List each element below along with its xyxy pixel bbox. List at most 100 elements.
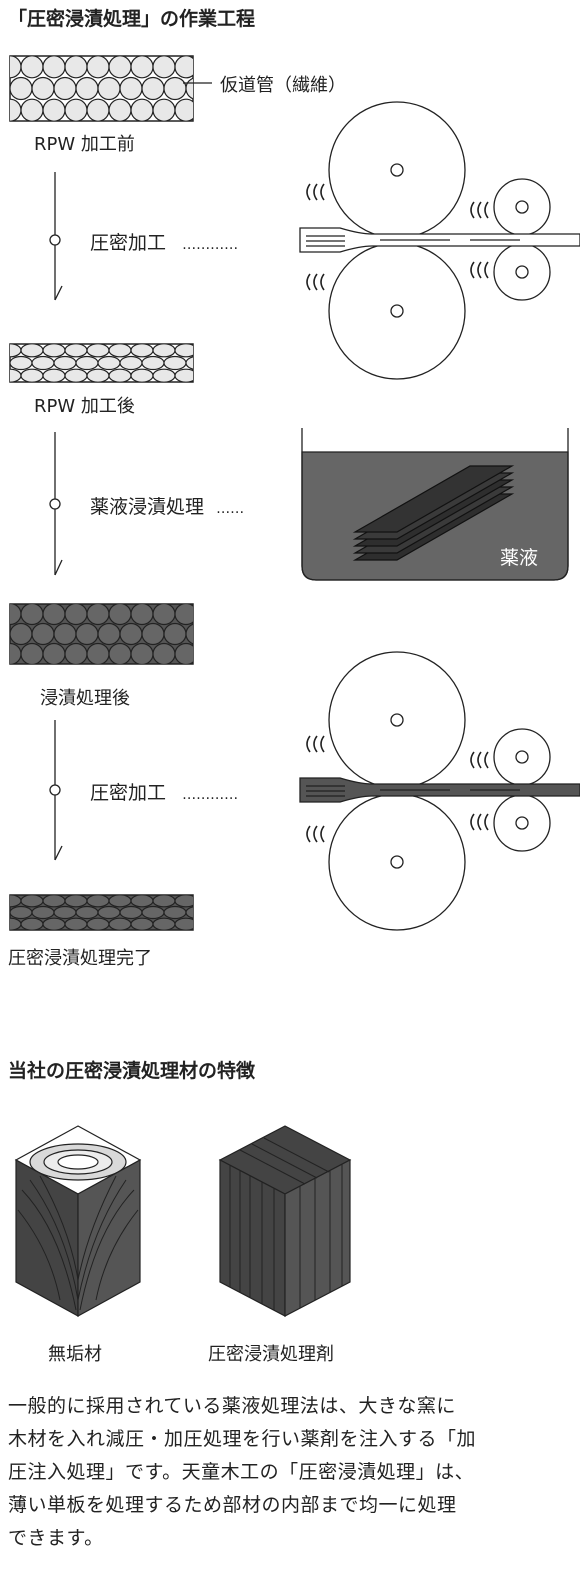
fiber-cell [20,368,44,382]
stage-label-after: RPW 加工後 [34,396,135,417]
fiber-cell [42,344,66,358]
fiber-cell [20,98,44,121]
fiber-cell [152,917,176,930]
fiber-cell [42,917,66,930]
fiber-sample-immersed [9,603,194,665]
fiber-cell [163,622,187,646]
fiber-cell [174,98,193,121]
fiber-cell [152,368,176,382]
fiber-cell [86,98,110,121]
step-dots: ………… [182,237,239,253]
fiber-cell [163,76,187,101]
stage-label-final: 圧密浸漬処理完了 [8,948,152,969]
paragraph-line: 木材を入れ減圧・加圧処理を行い薬剤を注入する「加 [8,1428,477,1450]
fiber-cell [10,76,33,101]
fiber-cell [97,355,121,371]
roller-press-2 [299,651,580,931]
fiber-cell [174,56,193,79]
fiber-cell [185,906,193,919]
fiber-cell [174,604,193,626]
fiber-cell [10,344,22,358]
fiber-cell [130,917,154,930]
fiber-cell [130,56,154,79]
fiber-cell [130,368,154,382]
fiber-cell [163,355,187,371]
fiber-cell [174,642,193,664]
fiber-cell [108,368,132,382]
fiber-cell [64,368,88,382]
fiber-cell [31,355,55,371]
fiber-cell [86,604,110,626]
fiber-cell [108,917,132,930]
fiber-cell [152,56,176,79]
fiber-cell [185,356,193,370]
fiber-cell [75,355,99,371]
paragraph-line: 圧注入処理」です。天童木工の「圧密浸漬処理」は、 [8,1461,475,1483]
fiber-cell [64,56,88,79]
fiber-cell [130,98,154,121]
fiber-cell [108,98,132,121]
fiber-cell [86,56,110,79]
fiber-cell [141,76,165,101]
fiber-cell [108,895,132,908]
fiber-cell [31,905,55,920]
fiber-cell [31,76,55,101]
chemical-tank [301,428,569,581]
step-label-immersion: 薬液浸漬処理 …… [90,492,244,519]
fiber-cell [108,344,132,358]
fiber-cell [130,642,154,664]
tank-label: 薬液 [500,547,539,569]
fiber-cell [64,642,88,664]
fiber-cell [108,604,132,626]
fiber-cell [42,895,66,908]
fiber-cell [86,368,110,382]
cube-label-solid: 無垢材 [48,1344,102,1365]
fiber-cell [97,76,121,101]
fiber-cell [141,355,165,371]
fiber-cell [64,917,88,930]
fiber-cell [10,622,33,646]
fiber-label: 仮道管（繊維） [220,75,346,96]
fiber-cell [64,344,88,358]
fiber-sample-compressed [9,343,194,383]
fiber-cell [174,917,193,930]
fiber-cell [108,642,132,664]
fiber-cell [174,895,193,908]
fiber-cell [130,604,154,626]
fiber-cell [130,895,154,908]
fiber-cell [10,895,22,908]
fiber-cell [42,368,66,382]
fiber-cell [185,623,193,645]
solid-wood-cube [14,1125,142,1318]
fiber-cell [42,642,66,664]
fiber-cell [75,622,99,646]
fiber-cell [119,355,143,371]
fiber-cell [141,622,165,646]
fiber-cell [152,344,176,358]
fiber-cell [119,905,143,920]
fiber-cell [20,895,44,908]
fiber-cell [20,642,44,664]
fiber-cell [75,76,99,101]
fiber-cell [119,76,143,101]
step-name: 圧密加工 [90,232,167,254]
fiber-sample-before [9,55,194,122]
fiber-cell [64,604,88,626]
flow-arrow-1 [49,172,63,301]
fiber-cell [130,344,154,358]
fiber-cell [86,344,110,358]
fiber-cell [75,905,99,920]
process-diagram [9,55,580,931]
fiber-cell [42,98,66,121]
flow-arrow-3 [49,720,63,861]
flow-arrow-2 [49,432,63,576]
step-label-compress-2: 圧密加工 ………… [90,778,238,805]
step-name: 薬液浸漬処理 [90,496,205,518]
step-name: 圧密加工 [90,782,167,804]
fiber-sample-final [9,894,194,931]
fiber-cell [10,604,22,626]
wood-cubes [14,1125,352,1318]
fiber-cell [10,905,33,920]
fiber-cell [42,604,66,626]
fiber-cell [20,604,44,626]
